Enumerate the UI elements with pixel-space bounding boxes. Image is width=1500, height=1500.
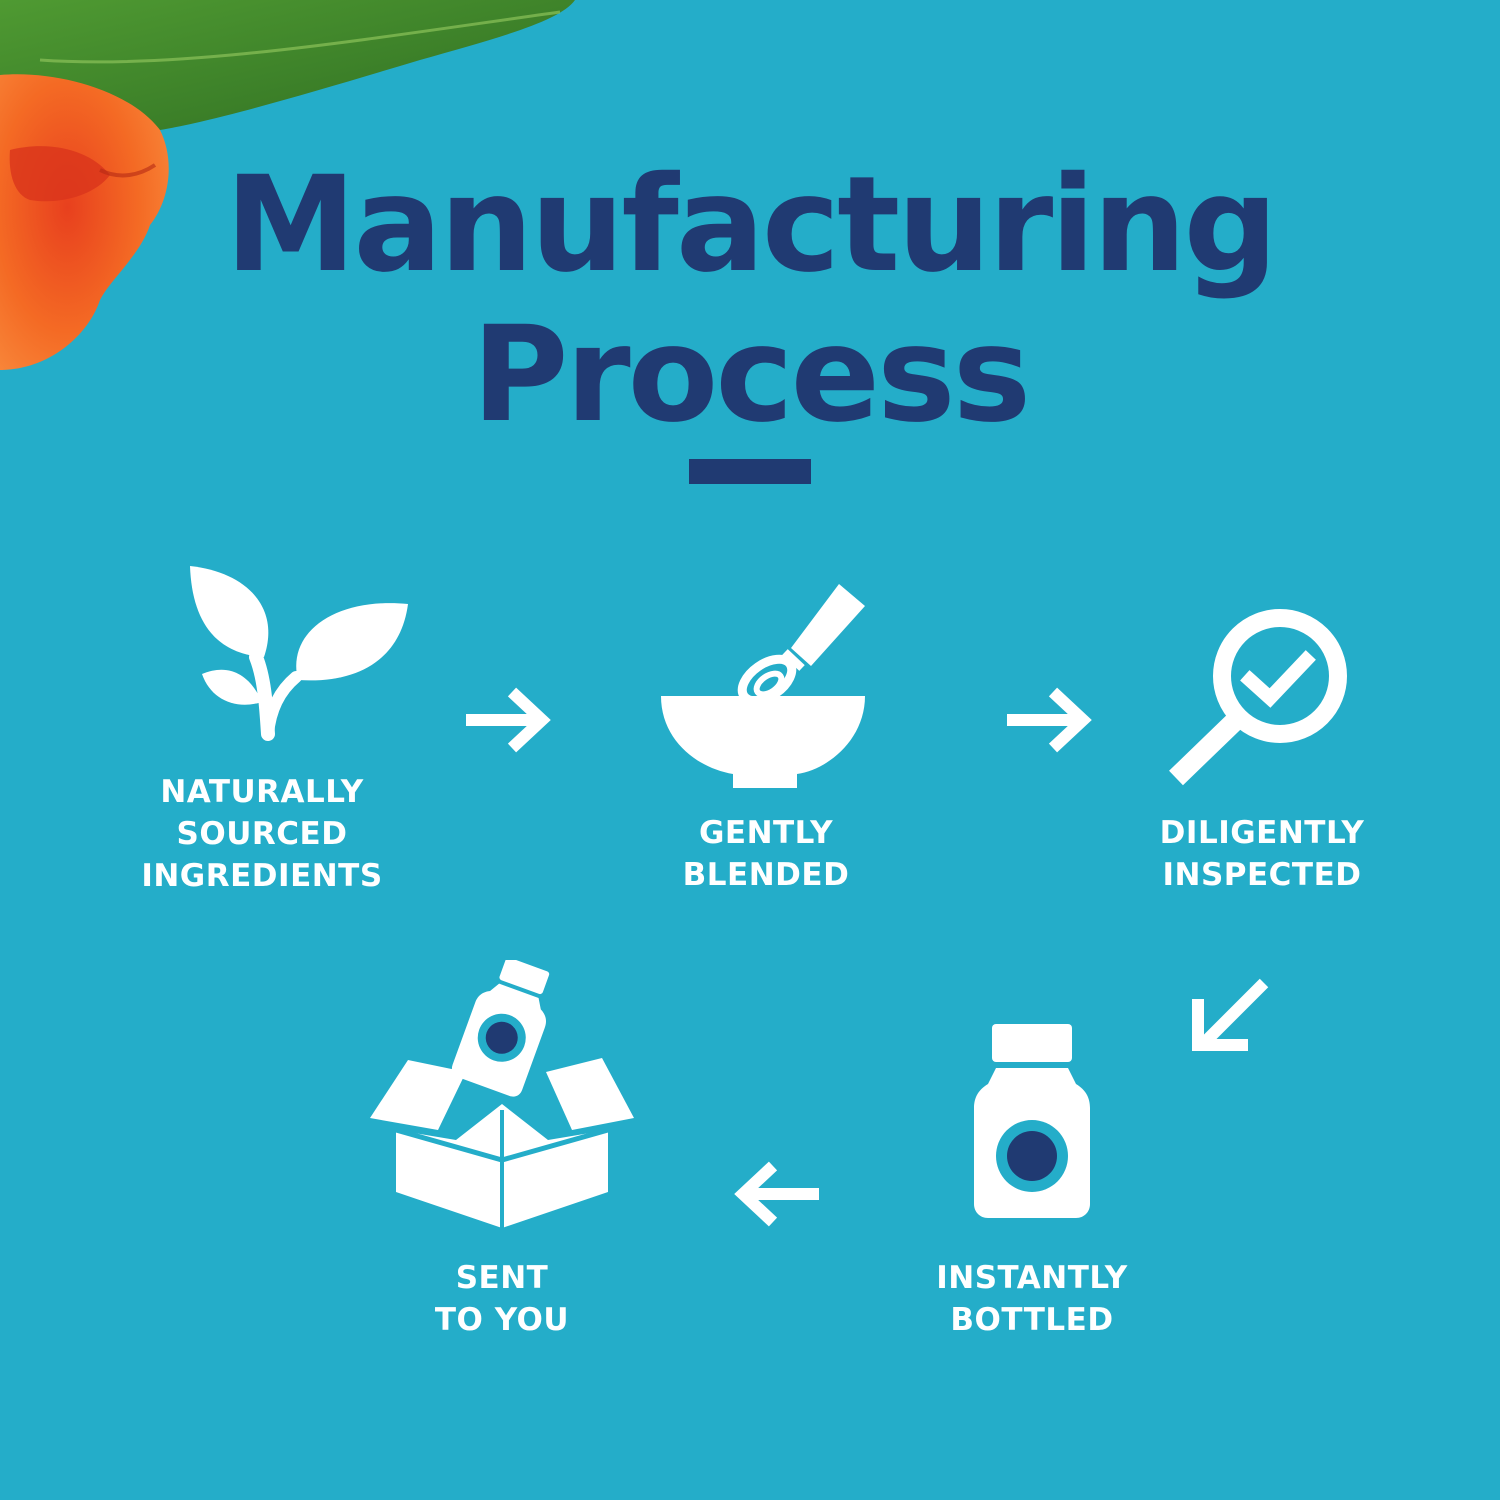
step-2-line-1: GENTLY: [698, 815, 834, 851]
bottle-icon: [974, 1024, 1090, 1218]
title-line-1: Manufacturing: [225, 148, 1278, 302]
leaf-flower-decoration: [0, 0, 575, 370]
step-5-line-1: SENT: [455, 1260, 549, 1296]
step-5-line-2: TO YOU: [434, 1302, 570, 1338]
step-4-line-2: BOTTLED: [950, 1302, 1114, 1338]
title-line-2: Process: [471, 298, 1031, 452]
step-1-line-3: INGREDIENTS: [141, 858, 383, 894]
step-1-line-1: NATURALLY: [160, 774, 364, 810]
arrow-right-icon: [1007, 687, 1092, 753]
arrow-right-icon: [466, 687, 551, 753]
box-bottle-icon: [370, 960, 634, 1228]
step-4-line-1: INSTANTLY: [936, 1260, 1128, 1296]
magnifier-check-icon: [1169, 609, 1347, 786]
bowl-whisk-icon: [661, 584, 865, 788]
arrow-left-icon: [734, 1161, 819, 1227]
arrow-down-left-icon: [1192, 978, 1269, 1051]
step-2-line-2: BLENDED: [682, 857, 850, 893]
step-3-line-2: INSPECTED: [1162, 857, 1362, 893]
step-3-line-1: DILIGENTLY: [1159, 815, 1365, 851]
step-1-line-2: SOURCED: [176, 816, 348, 852]
title-underline: [689, 459, 811, 484]
plant-sprout-icon: [190, 566, 408, 741]
